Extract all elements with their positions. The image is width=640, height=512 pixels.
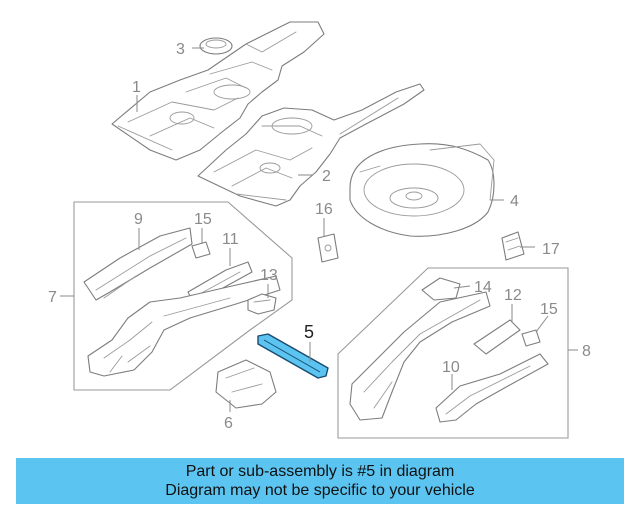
callout-8: 8 bbox=[582, 343, 591, 360]
bracket-part-13 bbox=[247, 293, 277, 315]
plate-part-12 bbox=[473, 319, 521, 355]
callout-14: 14 bbox=[474, 279, 492, 296]
banner-line-part-number: Part or sub-assembly is #5 in diagram bbox=[185, 463, 455, 480]
callout-17: 17 bbox=[542, 241, 560, 258]
group-box-part-8 bbox=[337, 267, 569, 439]
callout-15-right: 15 bbox=[540, 301, 558, 318]
rail-part-9 bbox=[83, 227, 193, 301]
bracket-part-14 bbox=[421, 277, 461, 301]
rail-part-8 bbox=[349, 291, 491, 421]
callout-13: 13 bbox=[260, 267, 278, 284]
bracket-part-15-left bbox=[191, 241, 211, 259]
callout-15-left: 15 bbox=[194, 211, 212, 228]
callout-1: 1 bbox=[132, 79, 141, 96]
floor-pan-part-1 bbox=[111, 21, 325, 161]
bracket-part-6 bbox=[215, 359, 277, 409]
spare-tire-well-part-4 bbox=[349, 143, 495, 237]
floor-pan-part-2 bbox=[197, 83, 425, 207]
member-part-7 bbox=[87, 275, 281, 377]
bracket-part-16 bbox=[317, 233, 339, 263]
leader-lines bbox=[60, 47, 578, 412]
callout-2: 2 bbox=[322, 168, 331, 185]
bracket-part-17 bbox=[501, 231, 525, 261]
callout-7: 7 bbox=[48, 289, 57, 306]
callout-5-highlighted: 5 bbox=[304, 322, 314, 342]
callout-3: 3 bbox=[176, 41, 185, 58]
crossmember-part-5-highlighted bbox=[257, 333, 329, 379]
banner-line-disclaimer: Diagram may not be specific to your vehi… bbox=[165, 482, 475, 499]
group-box-part-7 bbox=[73, 201, 293, 391]
plug-part-3 bbox=[199, 37, 233, 55]
bracket-part-15-right bbox=[521, 329, 541, 347]
callout-12: 12 bbox=[504, 287, 522, 304]
callout-9: 9 bbox=[134, 211, 143, 228]
member-part-10 bbox=[435, 353, 549, 423]
callout-6: 6 bbox=[224, 415, 233, 432]
callout-4: 4 bbox=[510, 193, 519, 210]
callout-16: 16 bbox=[315, 201, 333, 218]
callout-10: 10 bbox=[442, 359, 460, 376]
part-info-banner: Part or sub-assembly is #5 in diagram Di… bbox=[16, 458, 624, 504]
callout-11: 11 bbox=[222, 231, 239, 248]
